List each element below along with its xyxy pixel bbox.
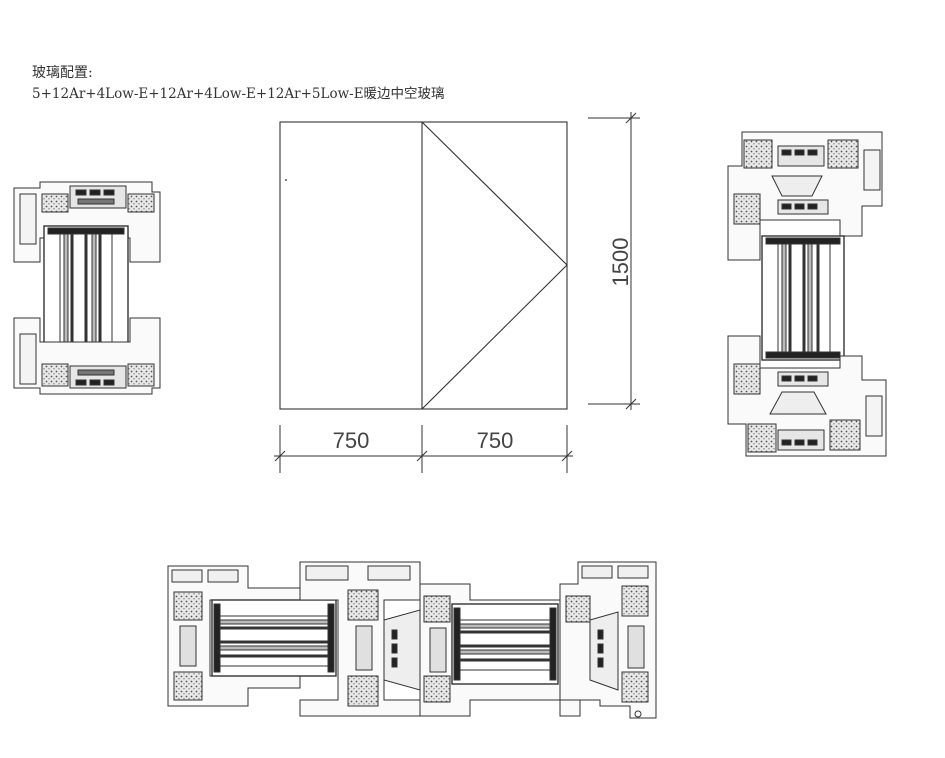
glass-config-spec: 5+12Ar+4Low-E+12Ar+4Low-E+12Ar+5Low-E暖边中…	[32, 86, 445, 102]
width-dimension	[274, 425, 573, 473]
right-section-profile	[727, 131, 887, 457]
left-section-profile	[13, 181, 161, 395]
height-dim-label: 1500	[608, 238, 633, 287]
casement-opening-mark	[421, 121, 568, 410]
bottom-section-profile	[167, 561, 657, 719]
window-elevation	[279, 121, 568, 410]
width-right-dim-label: 750	[477, 428, 514, 453]
width-left-dim-label: 750	[333, 428, 370, 453]
glass-config-label: 玻璃配置:	[32, 65, 93, 81]
window-frame	[279, 121, 568, 410]
height-dimension	[588, 112, 640, 410]
